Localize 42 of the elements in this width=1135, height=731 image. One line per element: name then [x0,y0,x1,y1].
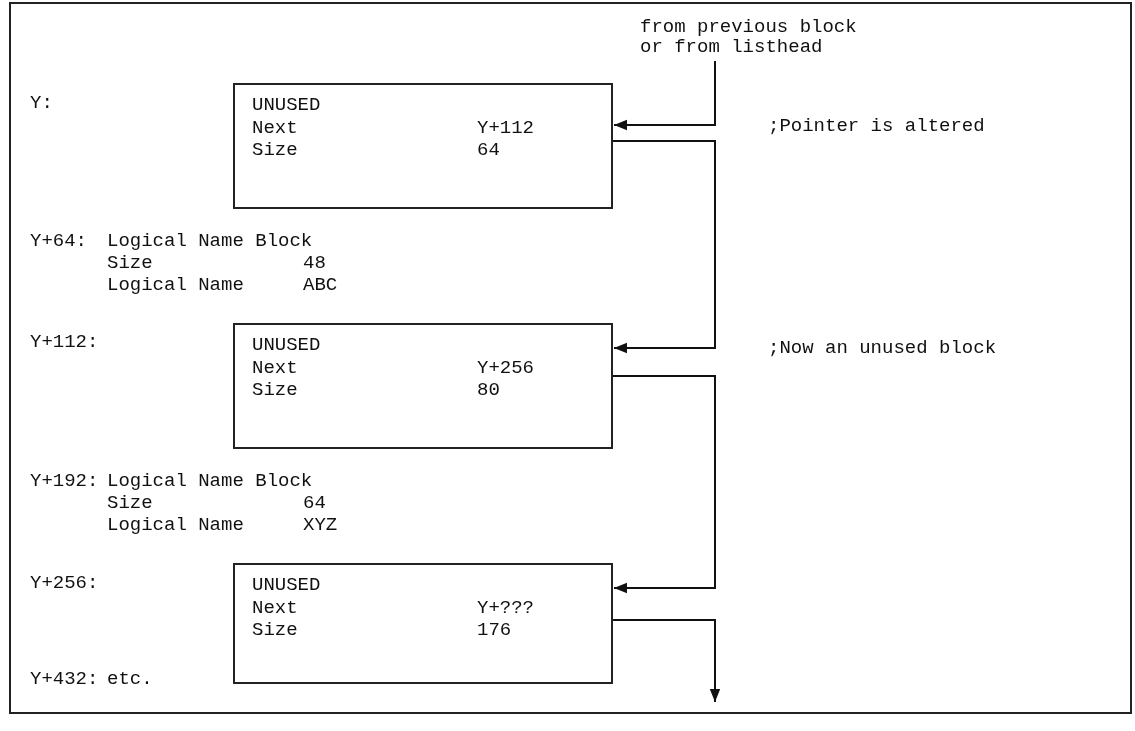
source-text: from previous block or from listhead [640,17,858,57]
memory-block-box [233,323,613,449]
field-text: 64 [303,492,326,514]
comment-text: ;Now an unused block [768,337,997,359]
block-heading: UNUSED [252,574,322,597]
address-label: Y: [30,92,53,114]
address-label: Y+112: [30,331,99,353]
field-text: Next [252,596,299,619]
address-label: Y+192: [30,470,99,492]
block-heading: UNUSED [252,94,322,117]
field-text: Size [252,619,299,642]
field-text: Next [252,356,299,379]
field-text: 48 [303,252,326,274]
memory-block-box [233,563,613,684]
address-label: Y+432: [30,668,99,690]
field-text: Next [252,116,299,139]
field-text: 64 [477,139,501,162]
arrow [612,140,716,354]
field-text: Size [107,252,153,274]
field-text: Y+256 [477,356,535,379]
field-text: Size [252,379,299,402]
address-label: Y+64: [30,230,87,252]
field-text: Logical Name Block [107,230,313,252]
address-label: Y+256: [30,572,99,594]
field-text: Size [107,492,153,514]
field-text: Y+??? [477,596,535,619]
field-text: 80 [477,379,501,402]
arrow [613,60,716,131]
field-text: Y+112 [477,116,535,139]
field-text: Logical Name Block [107,470,313,492]
field-text: XYZ [303,514,338,536]
field-text: Size [252,139,299,162]
comment-text: ;Pointer is altered [768,115,985,137]
field-text: Logical Name [107,274,244,296]
memory-block-box [233,83,613,209]
field-text: 176 [477,619,513,642]
field-text: ABC [303,274,338,296]
field-text: Logical Name [107,514,244,536]
field-text: etc. [107,668,153,690]
arrow [612,375,716,594]
arrow [612,619,721,703]
block-heading: UNUSED [252,334,322,357]
